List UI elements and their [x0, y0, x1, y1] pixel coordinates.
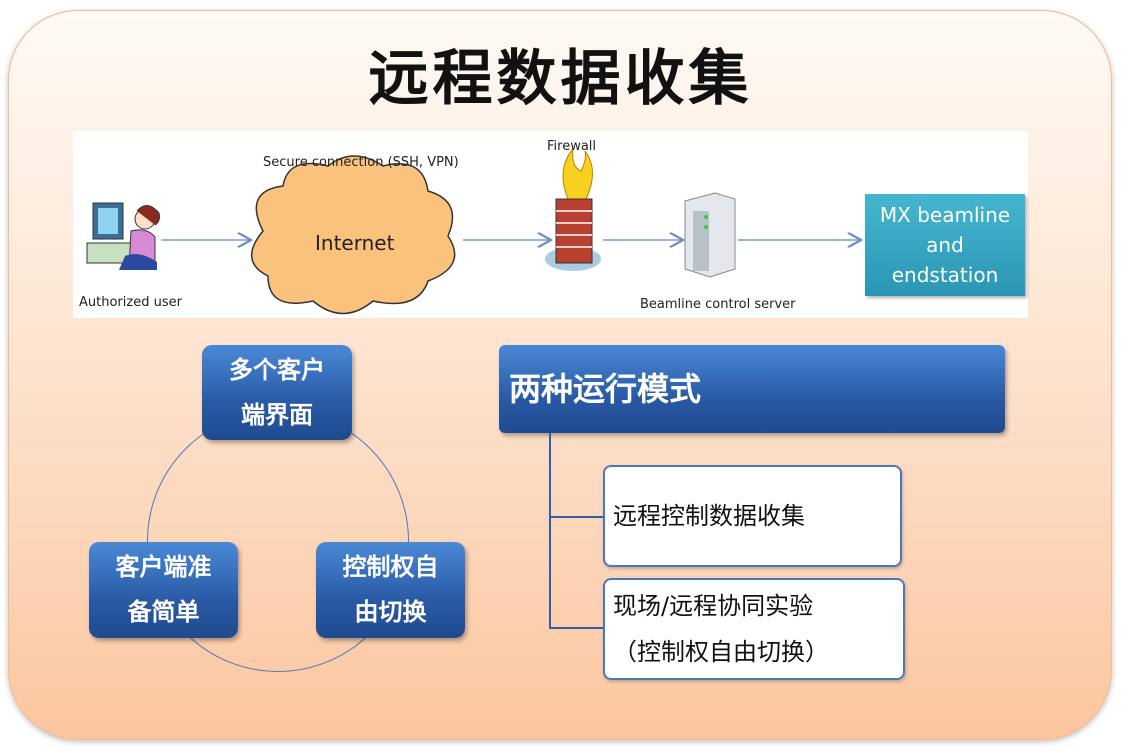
feature-multi-client: 多个客户端界面 — [202, 345, 352, 440]
mx-line: endstation — [891, 263, 999, 287]
feature-simple-client: 客户端准备简单 — [89, 542, 238, 638]
feature-control-switch: 控制权自由切换 — [316, 542, 465, 638]
mx-line: MX beamline — [879, 203, 1011, 227]
tree-line — [549, 433, 551, 629]
server-icon — [684, 192, 736, 278]
feature-line: 控制权自 — [342, 553, 439, 581]
mode-line: 现场/远程协同实验 — [613, 592, 814, 620]
network-diagram: Secure connection (SSH, VPN) Firewall In… — [73, 131, 1028, 318]
authorized-user-label: Authorized user — [79, 295, 182, 310]
network-graphics — [86, 147, 1028, 315]
firewall-icon — [545, 147, 601, 271]
secure-connection-label: Secure connection (SSH, VPN) — [263, 155, 459, 170]
feature-line: 备简单 — [127, 598, 200, 626]
mode-remote-control: 远程控制数据收集 — [603, 465, 902, 567]
mx-line: and — [926, 233, 964, 257]
feature-line: 客户端准 — [115, 553, 212, 581]
tree-branch — [549, 627, 603, 629]
slide-title: 远程数据收集 — [368, 44, 753, 114]
mode-line: （控制权自由切换） — [613, 638, 829, 666]
modes-header: 两种运行模式 — [499, 345, 1005, 433]
internet-label: Internet — [315, 231, 395, 255]
feature-line: 由切换 — [354, 598, 427, 626]
internet-cloud-icon — [251, 155, 456, 315]
server-label: Beamline control server — [640, 297, 796, 312]
feature-line: 多个客户 — [229, 356, 325, 384]
feature-line: 端界面 — [241, 401, 313, 429]
mode-collaborative: 现场/远程协同实验 （控制权自由切换） — [603, 578, 905, 680]
mx-beamline-box: MX beamline and endstation — [865, 194, 1025, 296]
tree-branch — [549, 516, 603, 518]
user-icon — [86, 202, 160, 270]
firewall-label: Firewall — [547, 139, 597, 154]
